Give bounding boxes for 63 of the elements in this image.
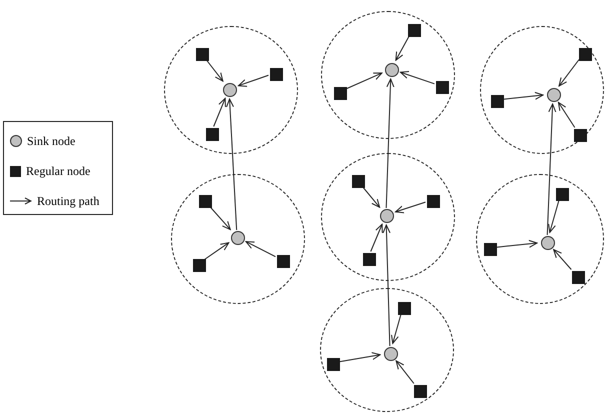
regular-node [192,258,206,272]
regular-node [362,252,376,266]
legend-label: Sink node [27,134,76,148]
dashed-circle [164,26,298,154]
regular-node [556,188,568,200]
regular-node [414,384,426,398]
regular-node [398,302,410,314]
arrow [338,352,381,362]
regular-node [334,86,346,100]
arrow [238,74,269,87]
regular-node [578,48,592,60]
arrow [226,98,238,230]
sink-node [385,63,399,77]
arrow [345,72,382,90]
arrow [558,102,576,128]
dashed-circle [480,26,604,154]
regular-node [484,242,496,256]
arrow [396,360,414,384]
arrow [245,241,276,258]
regular-node [574,128,586,142]
sink-node [231,231,245,245]
arrow [502,92,544,100]
arrow [382,224,391,346]
arrow [213,98,226,127]
regular-node [198,194,212,208]
dashed-circle [476,174,604,304]
regular-node [572,270,584,284]
arrow [206,59,224,82]
arrow [370,224,383,252]
regular-node [436,80,448,94]
sink-node [384,347,398,361]
arrow [209,206,231,230]
arrow [386,78,394,208]
dashed-circle [171,174,305,304]
dashed-circle [320,288,454,412]
regular-node [206,128,218,140]
legend-label: Routing path [37,194,100,208]
arrow [362,186,380,208]
regular-node [276,254,290,268]
regular-node [490,94,504,108]
sink-node [541,236,555,250]
arrow [553,249,572,270]
regular-node [408,24,420,36]
sink-node [380,209,394,223]
dashed-circle [321,153,455,281]
arrow [204,242,230,260]
arrow [400,70,435,84]
arrow [395,202,426,214]
regular-node [326,358,340,370]
arrow [495,240,538,248]
dashed-circle [321,11,455,139]
regular-node [352,174,364,188]
regular-node [426,194,440,208]
regular-node [270,68,282,80]
arrow [391,313,402,344]
regular-node [196,48,208,60]
arrow [395,35,410,61]
sink-node [223,83,237,97]
arrow [546,104,556,236]
sink-node [547,88,561,102]
arrow [558,59,580,87]
arrow [548,199,560,233]
legend-label: Regular node [26,164,90,178]
